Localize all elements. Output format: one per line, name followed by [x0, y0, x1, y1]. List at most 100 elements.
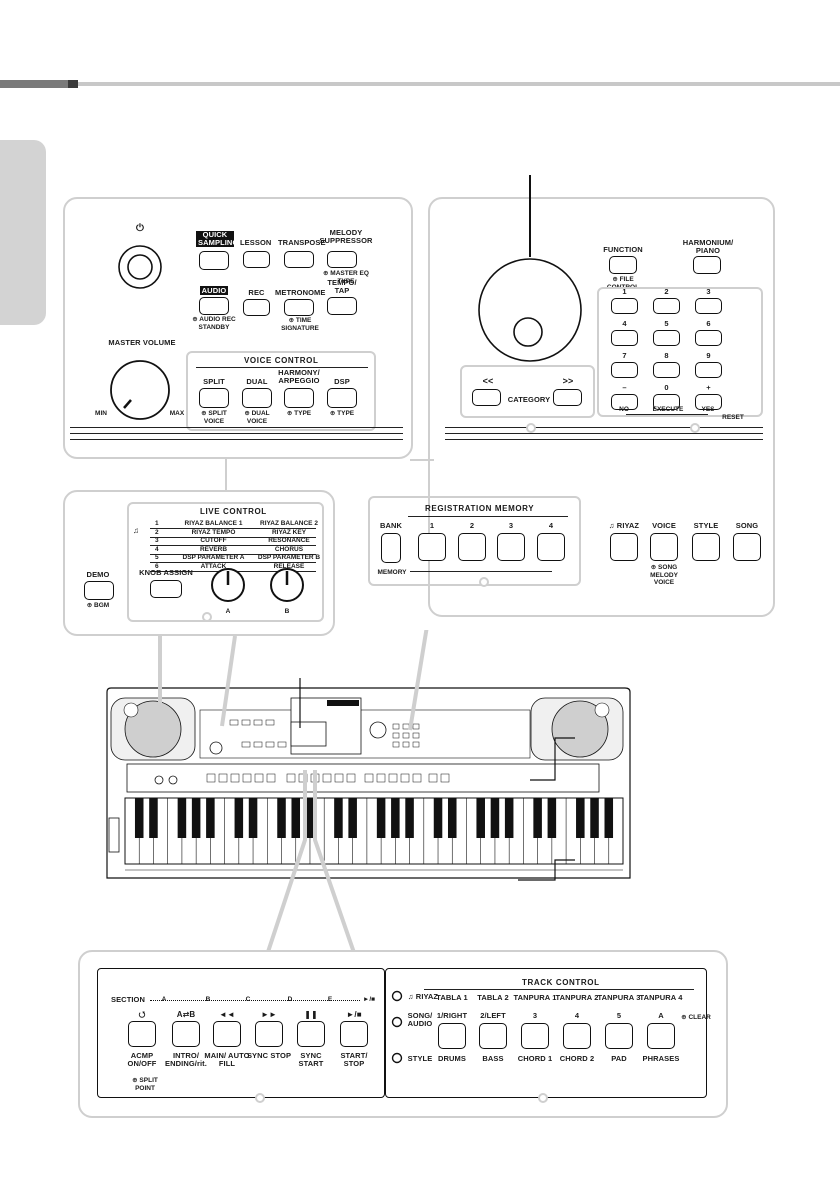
track-button[interactable] — [521, 1023, 549, 1049]
registration-memory-button[interactable] — [418, 533, 446, 561]
audio-button[interactable] — [199, 297, 229, 315]
riyaz-icon: ♫ — [133, 526, 139, 535]
style-control-button[interactable] — [297, 1021, 325, 1047]
category-next-button[interactable] — [553, 389, 582, 406]
numpad-key-button[interactable] — [611, 362, 638, 378]
style-symbol-label: A⇄B — [176, 1010, 196, 1019]
callout-lines — [148, 630, 575, 950]
lesson-button[interactable] — [243, 251, 270, 268]
function-button[interactable] — [609, 256, 637, 274]
style-control-button[interactable] — [213, 1021, 241, 1047]
style-control-button[interactable] — [340, 1021, 368, 1047]
harmonium-piano-label: HARMONIUM/ PIANO — [682, 238, 734, 255]
bank-button[interactable] — [381, 533, 401, 563]
header-marker — [68, 80, 78, 88]
track-top-label: TANPURA 2 — [555, 993, 599, 1002]
tempo-tap-button[interactable] — [327, 297, 357, 315]
knob-b[interactable] — [268, 566, 306, 604]
song-button[interactable] — [733, 533, 761, 561]
melody-suppressor-button[interactable] — [327, 251, 357, 268]
black-key — [305, 798, 315, 838]
track-button[interactable] — [605, 1023, 633, 1049]
quick-sampling-button[interactable] — [199, 251, 229, 270]
numpad-key-button[interactable] — [653, 330, 680, 346]
track-number-label: A — [658, 1011, 664, 1020]
numpad-key-button[interactable] — [695, 298, 722, 314]
lc-row-knob-a: RIYAZ TEMPO — [191, 528, 236, 536]
split-button[interactable] — [199, 388, 229, 408]
knob-a[interactable] — [209, 566, 247, 604]
quick-sampling-label: QUICK SAMPLING — [196, 230, 239, 247]
registration-memory-button[interactable] — [497, 533, 525, 561]
style-button[interactable] — [692, 533, 720, 561]
dsp-label: DSP — [334, 377, 350, 386]
registration-number-label: 3 — [508, 521, 514, 530]
numpad-key-button[interactable] — [611, 394, 638, 410]
numpad-key-button[interactable] — [653, 394, 680, 410]
demo-button[interactable] — [84, 581, 114, 600]
numpad-key-button[interactable] — [653, 362, 680, 378]
power-button[interactable] — [116, 243, 164, 291]
knob-assign-button[interactable] — [150, 580, 182, 598]
style-symbol-label: ◄◄ — [218, 1010, 236, 1019]
harmonium-piano-button[interactable] — [693, 256, 721, 274]
audio-label: AUDIO — [199, 286, 229, 295]
track-top-label: TANPURA 1 — [513, 993, 557, 1002]
numpad-key-button[interactable] — [611, 298, 638, 314]
category-prev-button[interactable] — [472, 389, 501, 406]
section-play-symbol: ►/■ — [362, 996, 376, 1003]
numpad-key-label: 4 — [622, 319, 627, 328]
header-rule — [78, 82, 840, 86]
rec-button[interactable] — [243, 299, 270, 316]
data-dial[interactable] — [475, 255, 585, 365]
number-pad-group — [597, 287, 763, 417]
connector-dot — [202, 612, 212, 622]
master-volume-knob[interactable] — [107, 357, 173, 423]
voice-button[interactable] — [650, 533, 678, 561]
numpad-key-button[interactable] — [695, 362, 722, 378]
track-top-label: TANPURA 4 — [639, 993, 683, 1002]
numpad-key-button[interactable] — [695, 394, 722, 410]
style-control-button[interactable] — [128, 1021, 156, 1047]
black-key — [604, 798, 614, 838]
lc-row-knob-b: RESONANCE — [268, 537, 310, 544]
track-button[interactable] — [563, 1023, 591, 1049]
style-symbol-label: ❚❚ — [304, 1010, 318, 1019]
song-audio-lamp — [391, 1016, 403, 1028]
registration-memory-title: REGISTRATION MEMORY — [425, 504, 535, 513]
memory-label: MEMORY — [377, 569, 407, 576]
style-control-button[interactable] — [172, 1021, 200, 1047]
numpad-key-button[interactable] — [611, 330, 638, 346]
track-button[interactable] — [438, 1023, 466, 1049]
registration-memory-button[interactable] — [537, 533, 565, 561]
execute-label: EXECUTE — [652, 406, 684, 413]
section-letter: A — [161, 996, 167, 1003]
registration-number-label: 2 — [469, 521, 475, 530]
transpose-button[interactable] — [284, 251, 314, 268]
lc-row-rule — [150, 528, 316, 529]
numpad-key-button[interactable] — [653, 298, 680, 314]
style-control-label: MAIN/ AUTO FILL — [204, 1051, 250, 1068]
harmony-arpeggio-button[interactable] — [284, 388, 314, 408]
style-control-button[interactable] — [255, 1021, 283, 1047]
voice-control-title: VOICE CONTROL — [244, 356, 319, 365]
dual-button[interactable] — [242, 388, 272, 408]
riyaz-button[interactable] — [610, 533, 638, 561]
transpose-label: TRANSPOSE — [278, 238, 326, 247]
category-group — [460, 365, 595, 418]
black-key — [590, 798, 599, 838]
connector-dot — [538, 1093, 548, 1103]
numpad-key-button[interactable] — [695, 330, 722, 346]
metronome-button[interactable] — [284, 299, 314, 316]
track-top-label: TANPURA 3 — [597, 993, 641, 1002]
black-key — [447, 798, 457, 838]
track-button[interactable] — [647, 1023, 675, 1049]
registration-memory-button[interactable] — [458, 533, 486, 561]
section-dots — [150, 1000, 360, 1001]
dsp-button[interactable] — [327, 388, 357, 408]
track-number-label: 5 — [616, 1011, 622, 1020]
lc-row-rule — [150, 562, 316, 563]
track-button[interactable] — [479, 1023, 507, 1049]
audio-rec-standby-label: ⊕ AUDIO REC STANDBY — [192, 316, 236, 331]
numpad-key-label: 5 — [664, 319, 669, 328]
